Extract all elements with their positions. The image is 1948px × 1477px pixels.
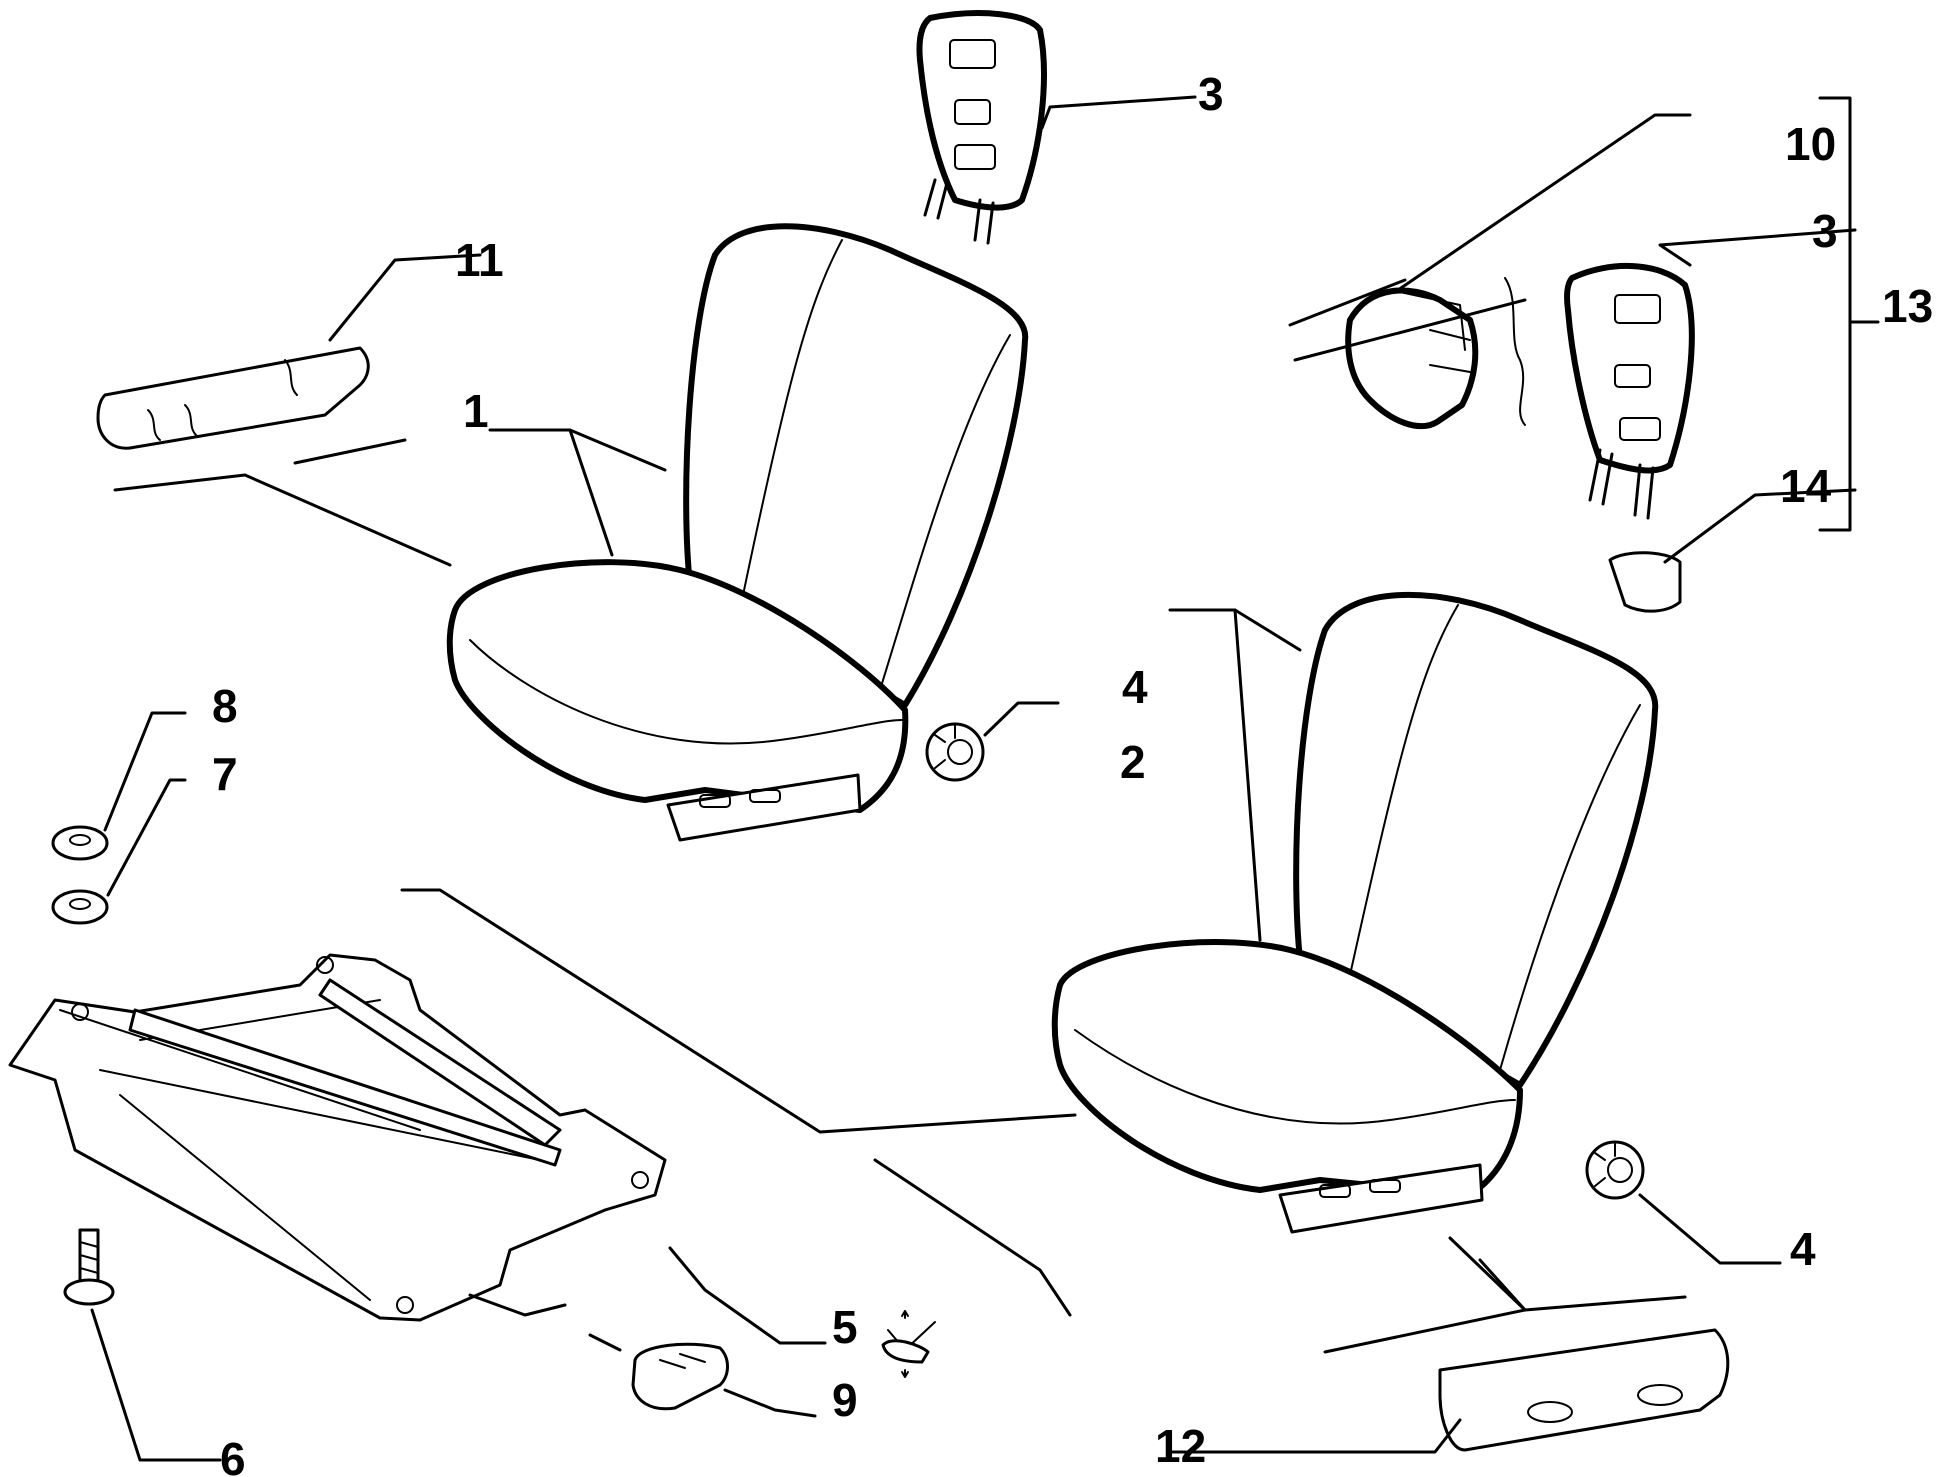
- washer-8: [51, 825, 109, 861]
- callout-11: 11: [455, 234, 504, 286]
- headrest-lower: [1564, 262, 1695, 520]
- seat-1: [446, 223, 1029, 842]
- assembly-bracket: [1818, 96, 1880, 532]
- callout-1: 1: [463, 385, 489, 437]
- headrest-upper: [916, 10, 1047, 245]
- callout-10: 10: [1785, 118, 1836, 170]
- callout-9: 9: [832, 1374, 858, 1426]
- lever-handle: [631, 1342, 729, 1411]
- lever-rod: [468, 1293, 622, 1352]
- callout-7: 7: [212, 748, 238, 800]
- callout-2: 2: [1120, 736, 1146, 788]
- headrest-guide: [1345, 287, 1479, 430]
- callout-3-lower: 3: [1812, 205, 1838, 257]
- seat-2: [1051, 591, 1659, 1234]
- callout-5: 5: [832, 1301, 858, 1353]
- sleeve-cap: [1608, 551, 1682, 613]
- leader-lines: [90, 95, 1857, 1462]
- knob-upper: [925, 722, 985, 782]
- bolt: [63, 1228, 115, 1306]
- knob-lower: [1585, 1140, 1645, 1200]
- callout-13: 13: [1882, 280, 1933, 332]
- washer-7: [51, 889, 109, 925]
- callout-12: 12: [1155, 1420, 1206, 1472]
- callout-6: 6: [220, 1433, 246, 1477]
- callout-3-upper: 3: [1198, 68, 1224, 120]
- seat-height-adjust-icon: [881, 1310, 936, 1378]
- headrest-guide-bracket: [1504, 277, 1526, 426]
- armrest-cover-right: [1438, 1328, 1730, 1452]
- callout-14: 14: [1780, 460, 1832, 512]
- frame: [8, 953, 667, 1322]
- callout-4-upper: 4: [1122, 661, 1148, 713]
- callout-4-lower: 4: [1790, 1223, 1816, 1275]
- armrest-cover-left: [96, 346, 370, 450]
- callout-8: 8: [212, 680, 238, 732]
